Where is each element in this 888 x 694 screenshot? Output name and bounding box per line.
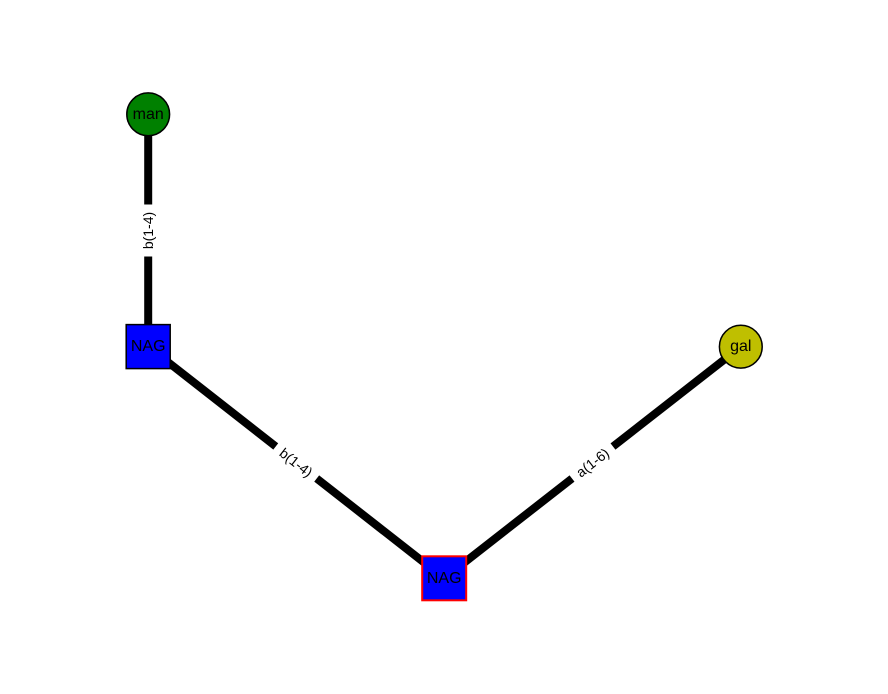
svg-text:NAG: NAG (131, 338, 166, 355)
svg-text:gal: gal (730, 338, 751, 355)
svg-text:man: man (133, 106, 164, 123)
svg-text:NAG: NAG (427, 570, 462, 587)
svg-text:b(1-4): b(1-4) (140, 212, 156, 249)
